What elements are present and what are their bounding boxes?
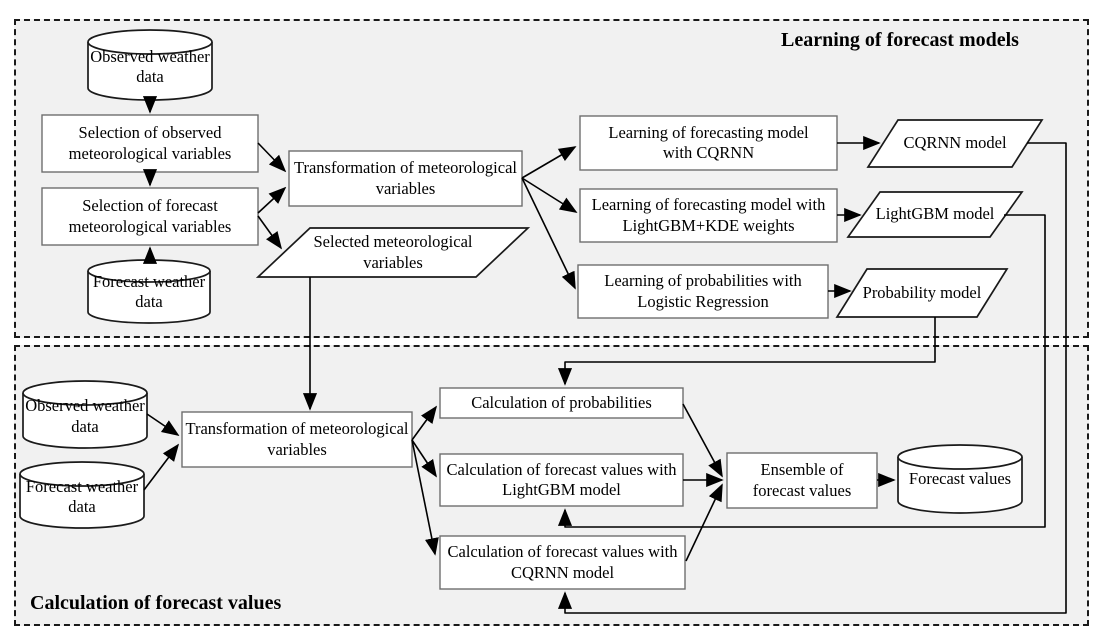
cylinder-forecast-values	[897, 444, 1023, 514]
edge-lgbmmodel-to-calclgbm	[557, 214, 1046, 528]
box-selection-forecast	[41, 187, 259, 246]
node-label-calculation-probabilities: Calculation of probabilities	[471, 392, 652, 412]
node-label-calculation-lightgbm: Calculation of forecast values with Ligh…	[446, 459, 677, 499]
edge-transformbottom-to-calccqrnn	[411, 439, 439, 556]
edge-cqrnnmodel-to-calccqrnn	[557, 142, 1067, 614]
edge-selobserved-to-transform	[257, 142, 287, 173]
edge-selforecast-to-selectedvars	[257, 215, 283, 250]
node-label-observed-weather-top: Observed weather data	[90, 46, 210, 86]
cylinder-observed-weather-bottom	[22, 380, 148, 449]
node-label-forecast-weather-bottom: Forecast weather data	[25, 476, 139, 516]
node-label-selection-forecast: Selection of forecast meteorological var…	[68, 196, 232, 236]
box-learning-lightgbm	[579, 188, 838, 243]
node-label-learning-lightgbm: Learning of forecasting model with Light…	[591, 195, 826, 235]
node-label-transformation-top: Transformation of meteorological variabl…	[293, 158, 517, 198]
node-label-forecast-weather-top: Forecast weather data	[92, 271, 206, 311]
edge-transformbottom-to-calcprob	[411, 405, 438, 441]
box-learning-probabilities	[577, 264, 829, 319]
node-label-ensemble: Ensemble of forecast values	[752, 460, 852, 500]
box-ensemble	[726, 452, 878, 509]
box-transformation-bottom	[181, 411, 413, 468]
cylinder-forecast-weather-bottom	[19, 461, 145, 529]
edge-probmodel-to-calcprob	[557, 317, 936, 386]
box-transformation-top	[288, 150, 523, 207]
node-label-transformation-bottom: Transformation of meteorological variabl…	[185, 419, 409, 459]
node-label-forecast-values: Forecast values	[908, 468, 1012, 488]
edge-transform-to-learnlgbm	[521, 177, 578, 213]
node-label-observed-weather-bottom: Observed weather data	[25, 396, 145, 436]
cylinder-forecast-weather-top	[87, 259, 211, 324]
box-calculation-cqrnn	[439, 535, 686, 590]
edge-transform-to-learncqrnn	[521, 146, 577, 179]
node-label-selected-variables: Selected meteorological variables	[313, 232, 473, 272]
parallelogram-selected-variables	[255, 227, 531, 278]
edge-fccylbottom-to-transformbottom	[143, 443, 180, 491]
node-label-selection-observed: Selection of observed meteorological var…	[68, 123, 232, 163]
edge-calcprob-to-ensemble	[682, 403, 723, 478]
parallelogram-cqrnn-model	[866, 119, 1044, 168]
calculation-section-title: Calculation of forecast values	[30, 592, 282, 614]
edge-selforecast-to-transform	[257, 186, 287, 214]
edge-transform-to-learnprob	[521, 177, 576, 290]
box-learning-cqrnn	[579, 115, 838, 171]
edge-calccqrnn-to-ensemble	[685, 483, 723, 562]
box-calculation-probabilities	[439, 387, 684, 419]
edge-obscylbottom-to-transformbottom	[146, 413, 180, 436]
node-label-learning-probabilities: Learning of probabilities with Logistic …	[604, 271, 802, 311]
node-label-probability-model: Probability model	[862, 282, 982, 302]
learning-section-title: Learning of forecast models	[781, 29, 1019, 51]
edge-transformbottom-to-calclgbm	[411, 439, 437, 478]
parallelogram-probability-model	[835, 268, 1009, 318]
node-label-cqrnn-model: CQRNN model	[903, 133, 1007, 153]
node-label-calculation-cqrnn: Calculation of forecast values with CQRN…	[447, 542, 678, 582]
box-selection-observed	[41, 114, 259, 173]
node-label-learning-cqrnn: Learning of forecasting model with CQRNN	[608, 122, 809, 162]
cylinder-observed-weather-top	[87, 29, 213, 101]
node-label-lightgbm-model: LightGBM model	[875, 204, 995, 224]
